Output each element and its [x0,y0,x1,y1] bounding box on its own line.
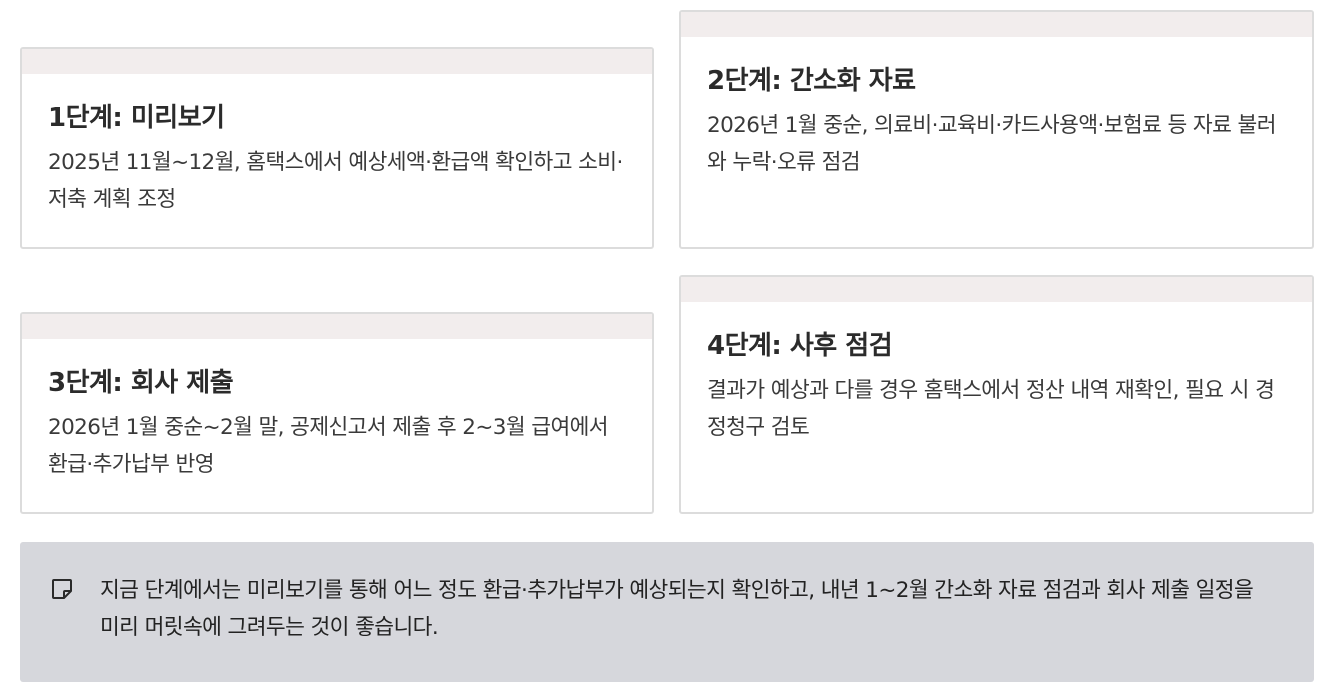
step-card-3: 3단계: 회사 제출 2026년 1월 중순~2월 말, 공제신고서 제출 후 … [20,312,654,514]
card-header-bar [22,314,652,339]
card-header-bar [681,12,1312,37]
card-header-bar [681,277,1312,302]
card-body: 3단계: 회사 제출 2026년 1월 중순~2월 말, 공제신고서 제출 후 … [22,339,652,503]
step-description: 결과가 예상과 다를 경우 홈택스에서 정산 내역 재확인, 필요 시 경정청구… [707,378,1275,440]
card-body: 4단계: 사후 점검 결과가 예상과 다를 경우 홈택스에서 정산 내역 재확인… [681,302,1312,466]
card-header-bar [22,49,652,74]
step-description: 2026년 1월 중순, 의료비·교육비·카드사용액·보험료 등 자료 불러와 … [707,113,1276,175]
card-body: 2단계: 간소화 자료 2026년 1월 중순, 의료비·교육비·카드사용액·보… [681,37,1312,201]
note-text: 지금 단계에서는 미리보기를 통해 어느 정도 환급·추가납부가 예상되는지 확… [100,578,1254,640]
step-title: 3단계: 회사 제출 [48,368,234,398]
info-note: 지금 단계에서는 미리보기를 통해 어느 정도 환급·추가납부가 예상되는지 확… [20,542,1314,682]
card-body: 1단계: 미리보기 2025년 11월~12월, 홈택스에서 예상세액·환급액 … [22,74,652,238]
step-description: 2026년 1월 중순~2월 말, 공제신고서 제출 후 2~3월 급여에서 환… [48,415,609,477]
step-title: 4단계: 사후 점검 [707,331,893,361]
step-card-1: 1단계: 미리보기 2025년 11월~12월, 홈택스에서 예상세액·환급액 … [20,47,654,249]
step-card-2: 2단계: 간소화 자료 2026년 1월 중순, 의료비·교육비·카드사용액·보… [679,10,1314,249]
step-title: 2단계: 간소화 자료 [707,66,916,96]
step-title: 1단계: 미리보기 [48,103,225,133]
step-card-4: 4단계: 사후 점검 결과가 예상과 다를 경우 홈택스에서 정산 내역 재확인… [679,275,1314,514]
step-description: 2025년 11월~12월, 홈택스에서 예상세액·환급액 확인하고 소비·저축… [48,150,623,212]
sticky-note-icon [50,577,74,601]
